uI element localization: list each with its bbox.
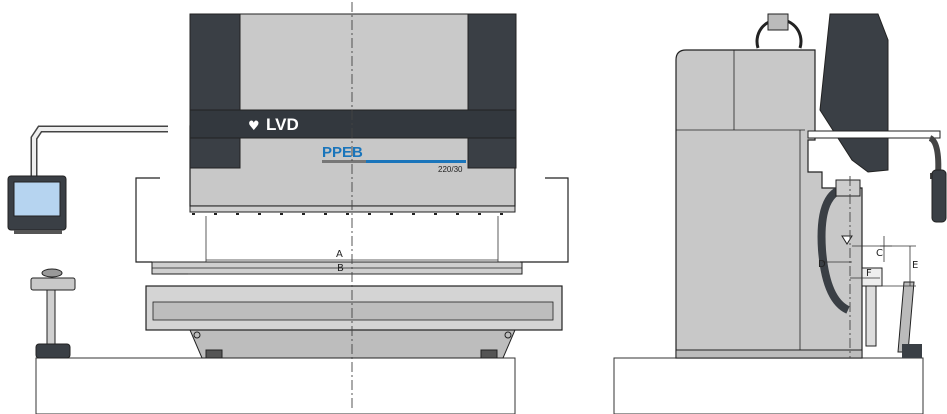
front-lower-bed [189,329,516,359]
pendant-arm-inner [32,127,168,176]
side-view: C D E F [613,13,947,414]
front-upper-tool-beam [189,205,516,213]
dimension-label-a: A [336,249,343,260]
lvd-logo-text: LVD [266,115,299,134]
dimension-label-f: F [866,268,872,279]
model-stripe-blue [366,160,466,163]
bed-bolt-left [193,331,201,339]
foot-pedal-post [46,289,56,345]
front-left-frame-rod [135,177,160,263]
dimension-label-b: B [337,263,344,274]
side-lower-die [861,267,883,287]
dimension-label-e: E [912,260,918,271]
front-left-column [189,13,241,169]
side-hose-loop [817,184,850,314]
front-crossbeam [189,109,517,139]
side-foot-pedal [897,281,915,353]
size-label: 220/30 [438,165,463,174]
front-floor-block [35,357,516,414]
pendant-arm [30,125,168,176]
foot-pedal-top [41,268,63,278]
dimension-label-d: D [818,259,826,270]
front-view: ♥ LVD PPEB 220/30 A B [7,2,569,414]
side-dark-cover [819,13,889,173]
front-right-frame-rod [520,177,569,263]
control-panel-screen [13,181,61,217]
lifting-block [767,13,789,31]
control-panel-base [14,230,62,234]
model-stripe-grey [322,160,366,163]
side-control-panel [931,169,947,223]
side-upper-tool [835,179,861,197]
front-upper-panel [239,13,469,111]
side-pendant-arm [807,130,941,139]
side-floor-block [613,357,924,414]
side-die-post [865,285,877,347]
side-punch [841,235,853,245]
bed-foot-right [480,349,498,359]
side-foot [675,349,863,359]
front-bottom-table-slot [152,301,554,321]
lvd-logo-icon: ♥ [248,119,260,134]
front-right-column [467,13,517,169]
model-label: PPEB [322,144,363,161]
foot-pedal-housing [30,277,76,291]
side-pedal-base [902,344,922,358]
foot-pedal-base [35,343,71,359]
dimension-label-c: C [876,248,883,259]
bed-foot-left [205,349,223,359]
front-ram-body [189,125,516,207]
bed-bolt-right [504,331,512,339]
lvd-logo: ♥ LVD [248,115,299,134]
